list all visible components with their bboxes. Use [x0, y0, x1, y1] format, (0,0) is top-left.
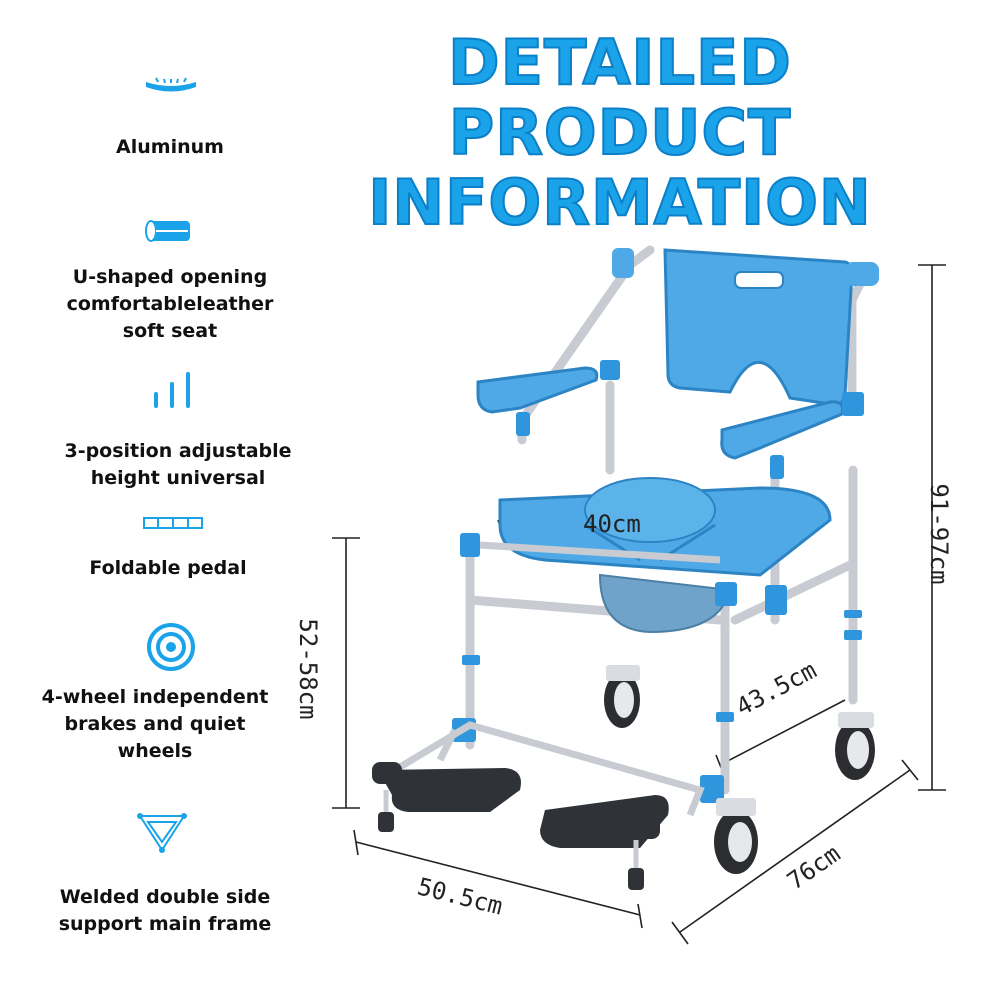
dimension-total-height: 91-97cm: [925, 483, 953, 585]
pedal-icon: [143, 517, 203, 529]
feature-label-wheels: 4-wheel independent brakes and quiet whe…: [41, 686, 269, 762]
dimension-seat-width: 40cm: [583, 510, 641, 538]
dimension-lines: [332, 264, 946, 945]
page-title: DETAILED PRODUCT INFORMATION: [290, 26, 950, 239]
title-line-2: INFORMATION: [367, 166, 872, 239]
wheel-target-icon: [147, 623, 195, 671]
height-bars-icon: [154, 372, 190, 408]
triangle-frame-icon: [137, 813, 187, 853]
feature-label-frame: Welded double side support main frame: [58, 886, 272, 935]
feature-label-aluminum: Aluminum: [116, 136, 224, 158]
cushion-roll-icon: [145, 220, 190, 242]
curved-bar-icon: [146, 77, 196, 92]
feature-label-seat: U-shaped opening comfortableleather soft…: [66, 266, 274, 342]
feature-label-height: 3-position adjustable height universal: [64, 440, 292, 489]
wheels: [604, 665, 875, 874]
feature-label-pedal: Foldable pedal: [89, 557, 247, 579]
title-line-1: DETAILED PRODUCT: [447, 26, 792, 169]
dimension-seat-height: 52-58cm: [294, 618, 322, 720]
